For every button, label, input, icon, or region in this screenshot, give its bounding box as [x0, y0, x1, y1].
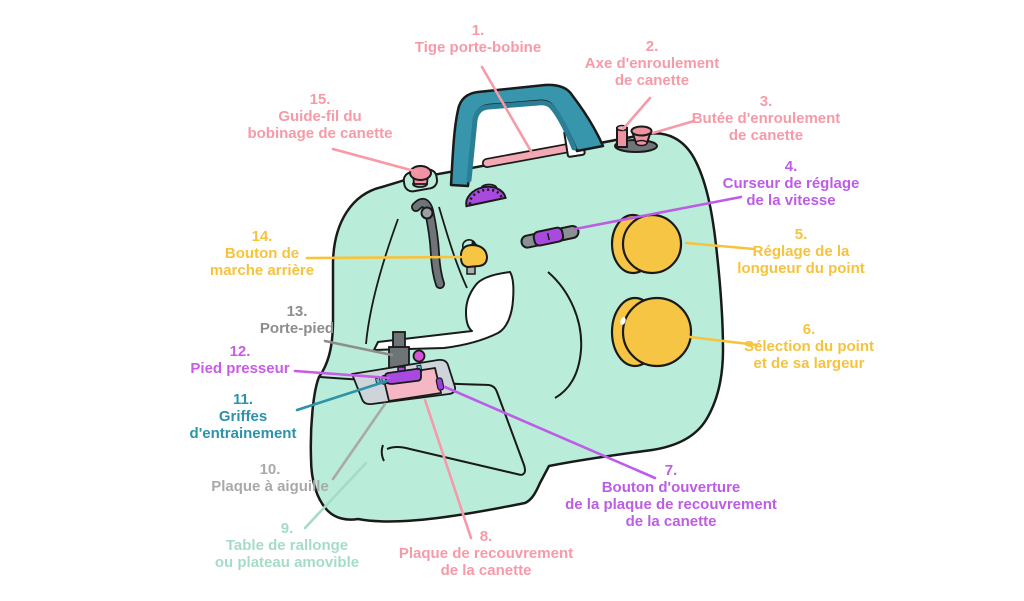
leader-line-1	[480, 65, 534, 155]
leader-line-2	[621, 96, 652, 131]
reverse-button	[460, 243, 489, 269]
bobbin-winder-stopper	[630, 125, 653, 137]
presser-foot	[384, 367, 422, 385]
head-crease-right	[438, 206, 468, 289]
take-up-lever-pivot	[420, 206, 434, 220]
pillar-crease	[547, 271, 583, 399]
bobbin-winder-stopper-base	[635, 139, 648, 147]
tension-dial	[465, 185, 507, 208]
spool-pin	[483, 143, 578, 167]
leader-line-11	[295, 379, 389, 412]
extension-table-right-edge	[488, 384, 526, 476]
leader-line-6	[688, 335, 759, 347]
cover-release-slot	[435, 377, 445, 391]
stitch-select-knob	[621, 296, 693, 368]
knob-highlight	[620, 317, 626, 325]
head-crease-left	[365, 218, 399, 345]
leader-line-3	[651, 119, 696, 135]
needle-clamp-screw	[412, 349, 426, 363]
leader-line-8	[423, 398, 473, 540]
leader-line-4	[573, 195, 743, 231]
leader-line-9	[303, 461, 368, 530]
stitch-length-knob	[621, 213, 683, 275]
leader-line-12	[293, 369, 391, 380]
speed-slider-notch	[546, 233, 550, 241]
tension-dial-ticks	[468, 188, 503, 205]
leader-line-7	[443, 385, 657, 480]
extension-table-front-crease	[386, 446, 522, 476]
thread-guide-knob	[409, 165, 432, 181]
leader-line-10	[331, 402, 387, 481]
take-up-lever	[412, 199, 444, 288]
leader-lines	[293, 65, 759, 540]
leader-line-14	[305, 255, 463, 260]
extension-table-corner-crease	[380, 444, 385, 462]
leader-line-15	[331, 147, 420, 174]
leader-line-13	[323, 339, 394, 357]
leader-line-5	[684, 241, 756, 251]
handle-inner-shade	[466, 100, 577, 183]
throat-opening	[373, 271, 515, 351]
